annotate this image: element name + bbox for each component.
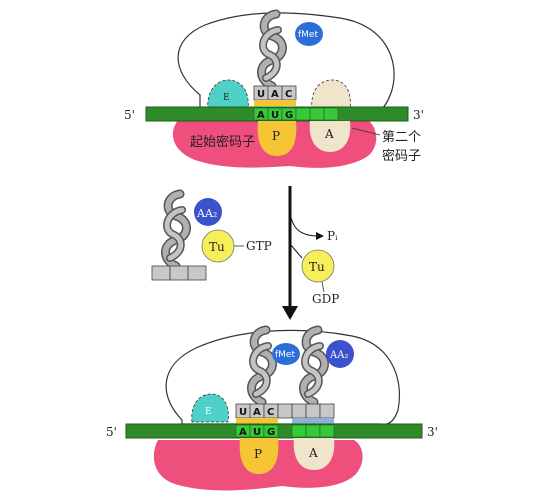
top-a-label: A bbox=[324, 127, 334, 141]
bottom-p-label: P bbox=[254, 447, 262, 461]
bottom-anticodon: U A C bbox=[235, 403, 335, 424]
tu-gdp-ball bbox=[301, 249, 335, 283]
bottom-anticodon-1: A bbox=[253, 407, 261, 418]
top-codon-1: U bbox=[271, 110, 279, 121]
top-p-site bbox=[257, 121, 297, 156]
top-e-site bbox=[207, 79, 249, 111]
gdp-label: GDP bbox=[312, 292, 339, 306]
top-e-label: E bbox=[223, 93, 230, 103]
bottom-anticodon-0: U bbox=[239, 407, 247, 418]
top-fmet-ball bbox=[295, 22, 323, 46]
top-five-prime: 5' bbox=[124, 108, 135, 122]
top-a-site bbox=[309, 121, 351, 152]
bottom-aa2-ball bbox=[326, 340, 354, 368]
top-anticodon-2: C bbox=[285, 89, 292, 100]
second-codon-line2: 密码子 bbox=[382, 148, 421, 164]
top-ribosome: E fMet U A C A U G bbox=[124, 13, 424, 168]
pi-branch-arrow bbox=[289, 211, 319, 237]
tu-gtp-label: Tu bbox=[209, 240, 225, 254]
bottom-e-label: E bbox=[205, 407, 212, 417]
bottom-codon-1: U bbox=[253, 427, 261, 438]
bottom-fmet-ball bbox=[272, 343, 300, 365]
tu-gdp-label: Tu bbox=[309, 260, 325, 274]
top-a-site-upper bbox=[311, 79, 351, 111]
aa2-trna bbox=[166, 194, 187, 266]
bottom-e-site bbox=[191, 393, 229, 423]
top-codon: A U G bbox=[253, 107, 339, 121]
top-anticodon-0: U bbox=[257, 89, 265, 100]
gtp-label: GTP bbox=[246, 239, 272, 253]
top-p-label: P bbox=[272, 129, 280, 143]
second-codon-pointer bbox=[351, 127, 381, 136]
middle-panel: Pᵢ Tu GDP AA₂ Tu GTP bbox=[151, 186, 339, 320]
aa2-label: AA₂ bbox=[196, 207, 217, 220]
bottom-three-prime: 3' bbox=[427, 425, 438, 439]
top-codon-2: G bbox=[285, 110, 293, 121]
top-codon-0: A bbox=[257, 110, 265, 121]
top-anticodon: U A C bbox=[253, 85, 297, 106]
pi-label: Pᵢ bbox=[327, 229, 338, 243]
top-fmet-label: fMet bbox=[298, 30, 318, 40]
bottom-a-site bbox=[293, 438, 335, 470]
bottom-five-prime: 5' bbox=[106, 425, 117, 439]
bottom-a-label: A bbox=[308, 446, 318, 460]
bottom-p-site bbox=[239, 438, 279, 474]
bottom-aa2-label: AA₂ bbox=[329, 350, 348, 361]
bottom-anticodon-2: C bbox=[267, 407, 274, 418]
aa2-trna-anticodon bbox=[151, 265, 207, 281]
bottom-codon-2: G bbox=[267, 427, 275, 438]
bottom-ribosome: E fMet AA₂ U A C bbox=[106, 330, 438, 491]
top-three-prime: 3' bbox=[413, 108, 424, 122]
bottom-codon: A U G bbox=[235, 424, 335, 438]
bottom-fmet-label: fMet bbox=[275, 350, 295, 360]
top-anticodon-1: A bbox=[271, 89, 279, 100]
bottom-codon-0: A bbox=[239, 427, 247, 438]
down-arrow-head bbox=[282, 306, 298, 320]
aa2-ball bbox=[194, 198, 222, 226]
start-codon-label: 起始密码子 bbox=[190, 134, 255, 150]
second-codon-line1: 第二个 bbox=[382, 130, 421, 145]
